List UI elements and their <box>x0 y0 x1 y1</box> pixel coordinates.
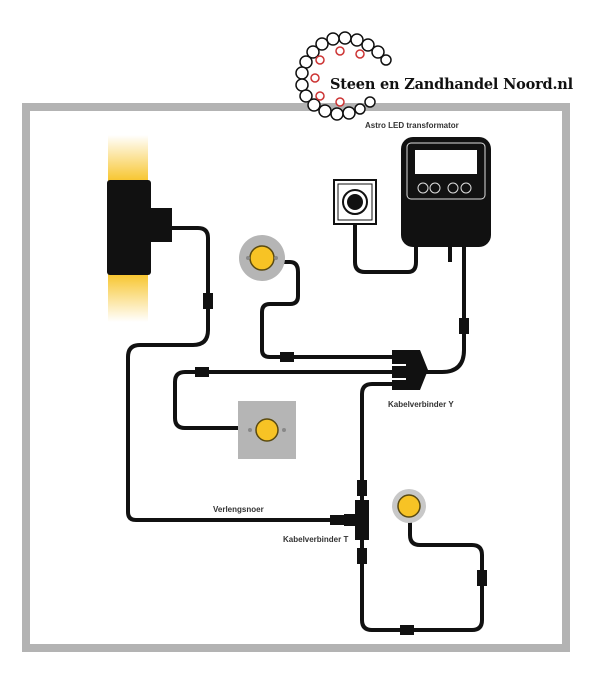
logo-text: Steen en Zandhandel Noord.nl <box>330 76 573 93</box>
logo-ring-icon <box>295 31 392 121</box>
round-spot-light <box>239 235 285 281</box>
label-extension-cable: Verlengsnoer <box>213 505 264 514</box>
label-transformer: Astro LED transformator <box>365 121 459 130</box>
cables <box>126 222 484 632</box>
inline-connectors <box>195 293 487 635</box>
label-y-connector: Kabelverbinder Y <box>388 400 454 409</box>
ground-spot-light <box>392 489 426 523</box>
wall-socket-icon <box>333 179 377 225</box>
y-connector-icon <box>392 350 428 390</box>
square-spot-light <box>238 401 296 459</box>
wall-light <box>107 135 172 322</box>
label-t-connector: Kabelverbinder T <box>283 535 349 544</box>
t-connector-icon <box>344 500 369 540</box>
astro-led-transformer <box>401 137 491 247</box>
diagram-frame <box>22 103 570 652</box>
